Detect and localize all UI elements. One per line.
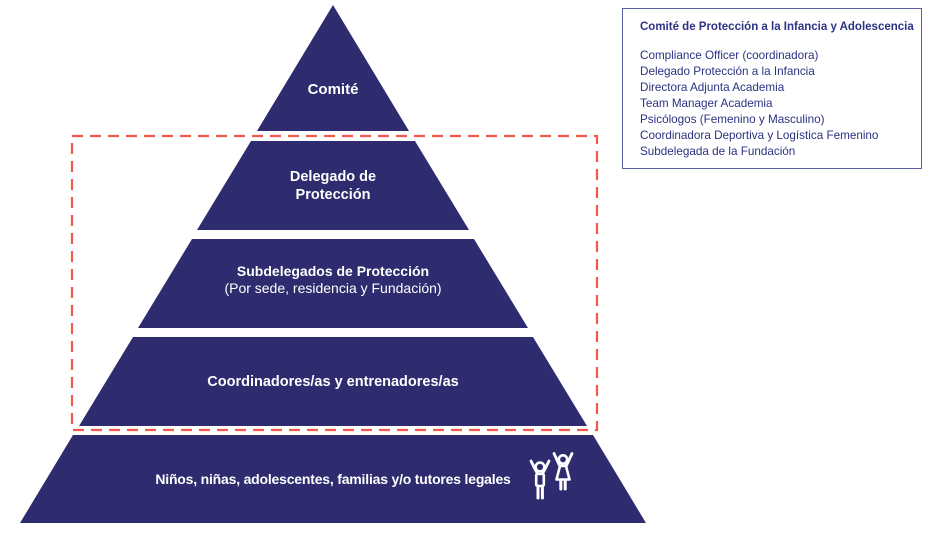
committee-member: Delegado Protección a la Infancia bbox=[640, 65, 815, 78]
committee-member-list: Compliance Officer (coordinadora) Delega… bbox=[640, 48, 917, 160]
tier-label-coordinadores-text: Coordinadores/as y entrenadores/as bbox=[207, 374, 459, 390]
committee-member: Compliance Officer (coordinadora) bbox=[640, 49, 819, 62]
children-raised-arms-icon bbox=[529, 452, 574, 500]
tier-label-base: Niños, niñas, adolescentes, familias y/o… bbox=[33, 471, 633, 488]
committee-panel-title: Comité de Protección a la Infancia y Ado… bbox=[640, 21, 914, 33]
pyramid-tier-coordinadores bbox=[79, 337, 587, 426]
committee-member: Directora Adjunta Academia bbox=[640, 81, 785, 94]
tier-label-comite-text: Comité bbox=[307, 81, 359, 98]
tier-label-base-text: Niños, niñas, adolescentes, familias y/o… bbox=[155, 471, 511, 487]
tier-label-delegado: Delegado de Protección bbox=[197, 168, 469, 204]
tier-label-delegado-line2: Protección bbox=[295, 187, 371, 203]
committee-member: Psicólogos (Femenino y Masculino) bbox=[640, 113, 825, 126]
highlight-dashed-box bbox=[70, 134, 599, 432]
committee-member: Team Manager Academia bbox=[640, 97, 773, 110]
committee-member: Subdelegada de la Fundación bbox=[640, 145, 796, 158]
pyramid-tier-delegado bbox=[197, 141, 469, 230]
tier-label-subdelegados-line2: (Por sede, residencia y Fundación) bbox=[224, 280, 442, 296]
tier-label-delegado-line1: Delegado de bbox=[289, 169, 377, 185]
pyramid-tier-comite bbox=[257, 5, 409, 131]
committee-member: Coordinadora Deportiva y Logística Femen… bbox=[640, 129, 879, 142]
committee-panel: Comité de Protección a la Infancia y Ado… bbox=[622, 8, 922, 169]
tier-label-comite: Comité bbox=[233, 81, 433, 98]
tier-label-subdelegados-line1: Subdelegados de Protección bbox=[236, 263, 430, 279]
pyramid-tier-base bbox=[20, 435, 646, 523]
tier-label-coordinadores: Coordinadores/as y entrenadores/as bbox=[133, 374, 533, 391]
pyramid-tier-subdelegados bbox=[138, 239, 528, 328]
tier-label-subdelegados: Subdelegados de Protección (Por sede, re… bbox=[133, 263, 533, 297]
